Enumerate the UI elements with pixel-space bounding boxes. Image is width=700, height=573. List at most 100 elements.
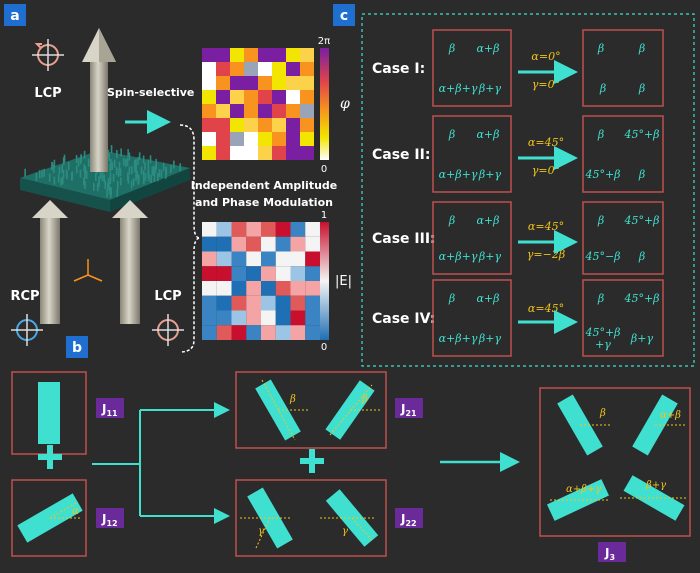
metasurface [20, 145, 190, 212]
meta-nanopillar [53, 159, 56, 168]
amp-cell [261, 295, 276, 311]
j22-tag: J22 [395, 508, 423, 528]
meta-nanopillar [63, 154, 66, 163]
j21-beta-1: β [289, 394, 296, 405]
meta-nanopillar [38, 170, 41, 179]
amp-cell [275, 295, 291, 311]
meta-nanopillar [60, 177, 62, 186]
amp-cell [216, 236, 232, 252]
amp-cell [305, 266, 320, 281]
j3-label-4: β+γ [645, 480, 666, 491]
panel-b: b J11 α J12 [11, 336, 691, 562]
phase-cell [258, 62, 272, 76]
phase-cell [286, 118, 300, 132]
meta-nanopillar [61, 164, 63, 173]
amp-min: 0 [321, 342, 327, 353]
phase-cell [216, 146, 230, 160]
amp-cell [216, 266, 232, 281]
meta-nanopillar [140, 166, 143, 175]
phase-cell [272, 76, 286, 90]
amp-cell [231, 281, 247, 296]
case-output-value: β [597, 128, 604, 141]
meta-nanopillar [77, 158, 80, 167]
amp-cell [305, 222, 320, 237]
j22-gamma-1: γ [258, 526, 264, 537]
meta-nanopillar [99, 170, 102, 179]
phase-cell [272, 118, 286, 132]
case-input-value: α+β+γ [439, 250, 478, 263]
case-input-value: β [448, 128, 455, 141]
amp-cell [305, 310, 320, 326]
plus-left [38, 445, 62, 469]
amp-cell [275, 266, 291, 281]
meta-nanopillar [106, 189, 108, 198]
meta-nanopillar [147, 170, 150, 179]
phase-cell [230, 132, 244, 146]
phase-cell [244, 90, 258, 104]
case-input-value: α+β+γ [439, 168, 478, 181]
meta-nanopillar [108, 186, 111, 195]
phase-cell [300, 48, 314, 62]
meta-nanopillar [103, 174, 106, 183]
meta-nanopillar [41, 169, 43, 178]
phase-cell [216, 90, 230, 104]
j3-label-3: α+β+γ [566, 484, 601, 495]
amp-cell [290, 295, 306, 311]
meta-nanopillar [58, 166, 61, 175]
phase-cell [230, 104, 244, 118]
phase-cell [272, 132, 286, 146]
amp-cell [202, 266, 217, 281]
amp-cell [202, 295, 217, 311]
amp-cell [275, 325, 291, 340]
case-output-value: β [599, 82, 606, 95]
amp-cell [261, 236, 276, 252]
meta-nanopillar [94, 172, 97, 181]
meta-nanopillar [170, 164, 172, 173]
j12-alpha: α [72, 506, 79, 517]
meta-nanopillar [119, 168, 122, 177]
case-condition: α=45° [528, 220, 564, 233]
svg-text:J22: J22 [400, 512, 417, 528]
phase-cell [202, 76, 216, 90]
meta-nanopillar [122, 157, 125, 166]
meta-nanopillar [84, 166, 87, 175]
meta-nanopillar [98, 175, 100, 184]
phase-cell [230, 146, 244, 160]
case-output-value: β [597, 42, 604, 55]
phase-cell [244, 48, 258, 62]
phase-cell [244, 146, 258, 160]
case-output-value: β [597, 292, 604, 305]
meta-nanopillar [165, 167, 167, 176]
amp-cell [290, 281, 306, 296]
phase-cell [258, 104, 272, 118]
branch-arrows [92, 402, 230, 524]
phase-cell [258, 118, 272, 132]
phase-symbol: φ [340, 96, 350, 112]
amp-cell [216, 281, 232, 296]
meta-nanopillar [149, 155, 152, 164]
meta-nanopillar [126, 157, 129, 166]
meta-nanopillar [137, 157, 139, 166]
j3-label-2: α+β [660, 410, 681, 421]
meta-nanopillar [147, 159, 150, 168]
amp-cell [202, 236, 217, 252]
amp-cell [202, 281, 217, 296]
j21-axis-2 [329, 384, 373, 436]
meta-nanopillar [53, 176, 56, 185]
meta-nanopillar [124, 159, 127, 168]
phase-cell [216, 132, 230, 146]
j12-tag: J12 [96, 508, 124, 528]
amp-cell [231, 325, 247, 340]
phase-cell [202, 62, 216, 76]
meta-nanopillar [61, 176, 64, 185]
amp-cell [216, 325, 232, 340]
meta-nanopillar [24, 168, 26, 177]
phase-cell [230, 76, 244, 90]
amp-cell [246, 266, 261, 281]
meta-nanopillar [112, 173, 115, 182]
amp-cell [202, 222, 217, 237]
